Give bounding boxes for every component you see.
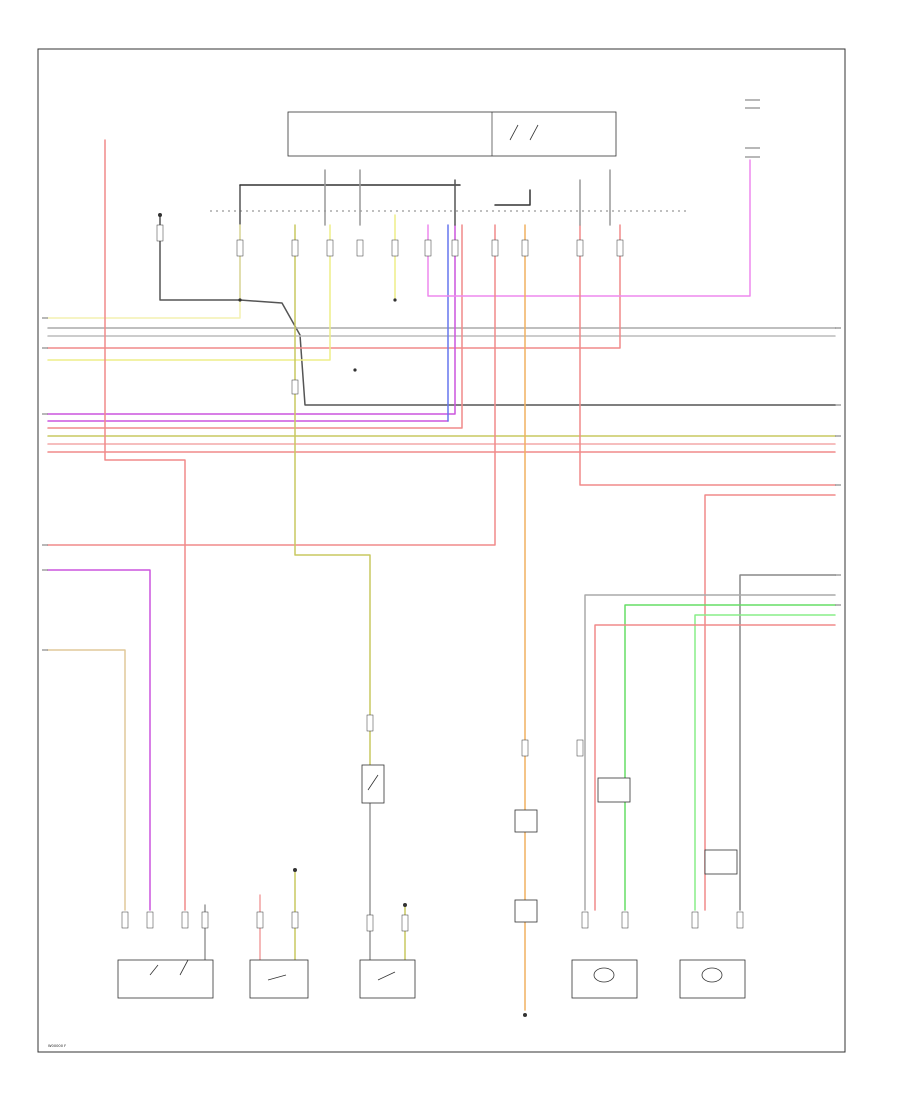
component-seat-switch-left [117, 959, 214, 999]
connector-pin [356, 239, 364, 257]
component-sensor-mid [359, 959, 416, 999]
wire-group [47, 139, 836, 1011]
connector-pin [521, 239, 529, 257]
connector-pin [326, 239, 334, 257]
connector-pin [491, 239, 499, 257]
connector-pin [391, 239, 399, 257]
wire-black-junction [494, 189, 531, 206]
connector-pin [616, 239, 624, 257]
wire-magenta-right [427, 159, 751, 297]
wire-green-right-2 [694, 614, 836, 911]
wire-red-lower-left [47, 224, 496, 546]
wire-violet-lower-left [47, 569, 151, 911]
wire-red-right-3 [594, 624, 836, 911]
connector-pin [291, 911, 299, 929]
connector-pin [291, 379, 299, 395]
connector-pin [236, 239, 244, 257]
footer-code: W00000 F [48, 1044, 66, 1048]
connector-pin [521, 739, 529, 757]
connector-pin [181, 911, 189, 929]
connector-pin [691, 911, 699, 929]
connector-pin [581, 911, 589, 929]
wire-gray-right-lower-2 [584, 594, 836, 911]
connector-pin [256, 911, 264, 929]
connector-pin [576, 739, 584, 757]
ground-symbol-icon [158, 213, 527, 1017]
component-relay-right-1 [597, 777, 631, 803]
wire-yellow-horizontal-1 [47, 224, 331, 361]
wire-ground-left [159, 214, 836, 406]
connector-pin [291, 239, 299, 257]
component-pins-bottom [121, 379, 744, 932]
connector-pin [736, 911, 744, 929]
wire-red-horizontal-1 [47, 224, 621, 349]
wire-violet-1 [47, 224, 456, 415]
wire-olive-vertical [294, 224, 371, 781]
connector-pin [201, 911, 209, 929]
connector-pin [424, 239, 432, 257]
wire-red-horizontal-2 [47, 224, 463, 429]
wire-tan-lower-left [47, 649, 126, 911]
wire-gray-right-lower [739, 574, 836, 911]
component-heater-left [571, 959, 638, 999]
legend-block [745, 99, 760, 158]
connector-pin [621, 911, 629, 929]
splice-dot-icon [238, 298, 397, 372]
diagram-border [37, 48, 846, 1053]
component-fuse-orange-2 [514, 899, 538, 923]
wire-green-right-1 [624, 604, 836, 911]
connector-pin [401, 914, 409, 932]
component-buckle-sensor [249, 959, 309, 999]
left-edge-arrows [42, 317, 48, 651]
connector-pin [156, 224, 164, 242]
connector-pin [146, 911, 154, 929]
connector-pin [121, 911, 129, 929]
component-fuse-orange-1 [514, 809, 538, 833]
wire-red-right-2 [704, 494, 836, 911]
connector-pins-group [156, 224, 624, 257]
right-edge-arrows [835, 327, 841, 606]
component-heater-right [679, 959, 746, 999]
connector-pin [366, 914, 374, 932]
connector-pin [366, 714, 374, 732]
wire-red-right-1 [579, 224, 836, 486]
wire-red-left-vertical [104, 139, 186, 911]
connector-pin [576, 239, 584, 257]
component-switch-mid-vertical [361, 764, 385, 804]
component-relay-right-2 [704, 849, 738, 875]
junction-module-box [287, 111, 617, 157]
connector-pin [451, 239, 459, 257]
wire-pale-yellow-1 [47, 224, 241, 319]
relay-switch-icon [509, 124, 539, 141]
